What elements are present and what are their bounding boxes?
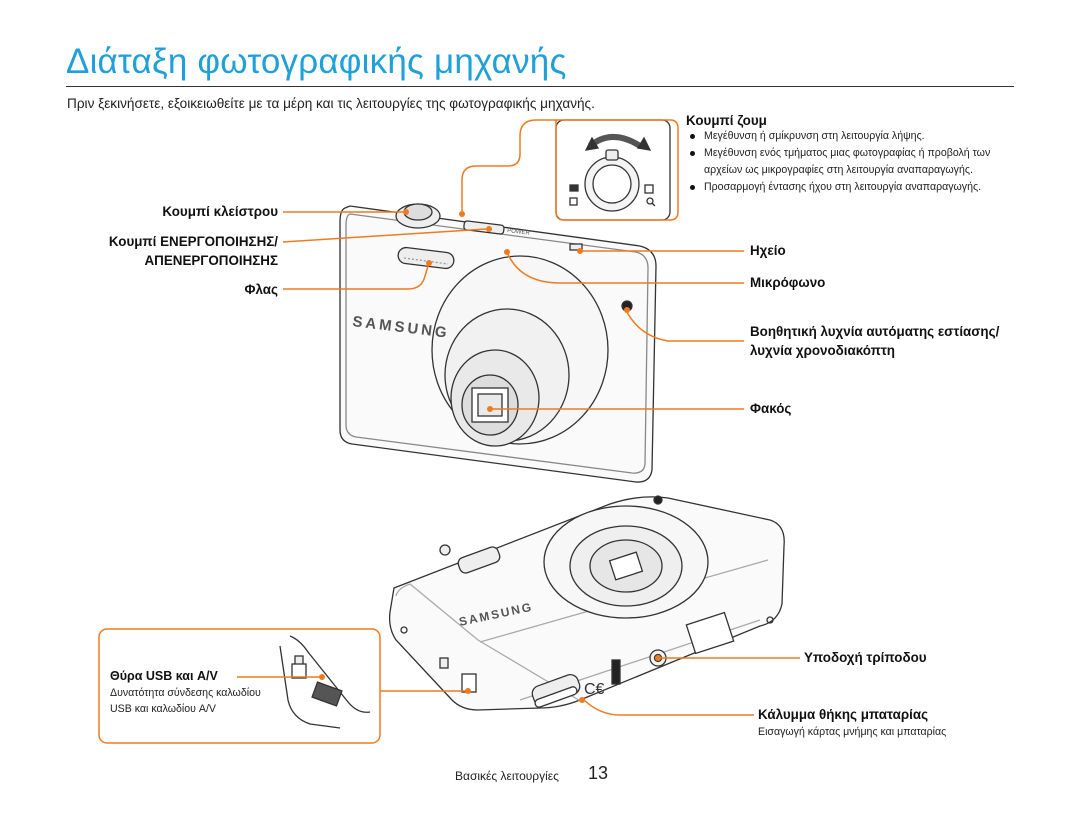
label-microphone: Μικρόφωνο bbox=[750, 275, 826, 290]
bottom-camera bbox=[388, 495, 785, 711]
footer-section-name: Βασικές λειτουργίες bbox=[455, 769, 559, 783]
title-divider bbox=[66, 86, 1014, 87]
label-usb-av-port: Θύρα USB και A/V bbox=[110, 669, 218, 683]
label-af-lamp-line2: λυχνία χρονοδιακόπτη bbox=[750, 343, 895, 358]
label-power-button-line1: Κουμπί ΕΝΕΡΓΟΠΟΙΗΣΗΣ/ bbox=[108, 234, 278, 249]
label-shutter-button: Κουμπί κλείστρου bbox=[162, 204, 278, 219]
intro-text: Πριν ξεκινήσετε, εξοικειωθείτε με τα μέρ… bbox=[67, 96, 595, 111]
callout-lines bbox=[237, 119, 800, 716]
label-battery-cover: Κάλυμμα θήκης μπαταρίας bbox=[758, 707, 929, 722]
label-lens: Φακός bbox=[750, 401, 792, 416]
page-number: 13 bbox=[588, 763, 609, 783]
label-power-button-line2: ΑΠΕΝΕΡΓΟΠΟΙΗΣΗΣ bbox=[144, 253, 279, 268]
label-flash: Φλας bbox=[244, 282, 278, 297]
power-marking: POWER bbox=[507, 228, 531, 237]
ce-mark: C€ bbox=[584, 681, 605, 698]
usb-description-line2: USB και καλωδίου A/V bbox=[110, 703, 216, 715]
zoom-bullet: Μεγέθυνση ή σμίκρυνση στη λειτουργία λήψ… bbox=[686, 128, 996, 145]
zoom-inset bbox=[555, 119, 671, 221]
label-zoom-button: Κουμπί ζουμ bbox=[686, 113, 767, 128]
battery-cover-description: Εισαγωγή κάρτας μνήμης και μπαταρίας bbox=[758, 726, 947, 738]
label-speaker: Ηχείο bbox=[750, 243, 786, 258]
usb-inset bbox=[98, 628, 381, 744]
zoom-bullet: Μεγέθυνση ενός τμήματος μιας φωτογραφίας… bbox=[686, 145, 996, 179]
label-tripod-socket: Υποδοχή τρίποδου bbox=[804, 650, 927, 665]
usb-description-line1: Δυνατότητα σύνδεσης καλωδίου bbox=[110, 687, 261, 699]
zoom-bullet: Προσαρμογή έντασης ήχου στη λειτουργία α… bbox=[686, 179, 996, 196]
label-af-lamp-line1: Βοηθητική λυχνία αυτόματης εστίασης/ bbox=[750, 324, 1000, 339]
page-title: Διάταξη φωτογραφικής μηχανής bbox=[66, 42, 567, 81]
zoom-description-list: Μεγέθυνση ή σμίκρυνση στη λειτουργία λήψ… bbox=[686, 128, 996, 196]
front-camera bbox=[339, 203, 657, 483]
